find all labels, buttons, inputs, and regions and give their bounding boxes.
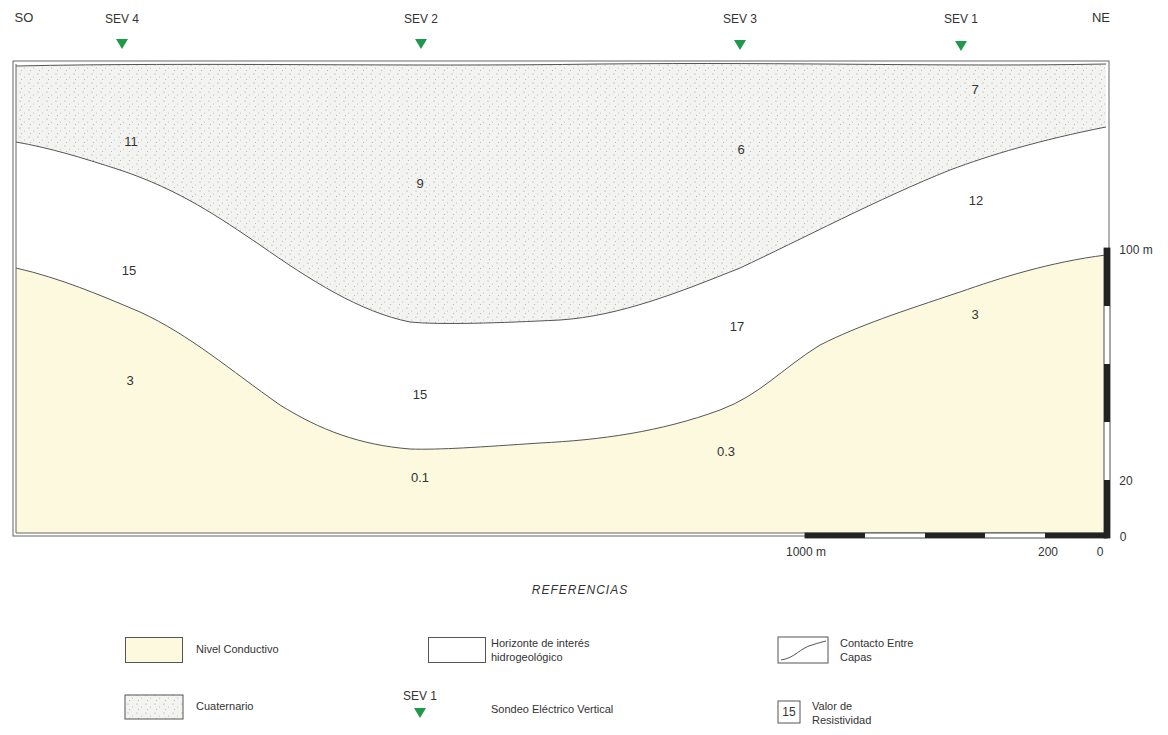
sev-name: SEV 4 (105, 12, 139, 26)
sev-name: SEV 1 (944, 12, 978, 26)
layer-contact (16, 127, 1106, 323)
legend-text: Cuaternario (196, 700, 346, 714)
horizontal-scale (805, 533, 1107, 538)
sev-sample (414, 708, 426, 718)
scale-value: 0 (1120, 530, 1127, 544)
scale-value: 20 (1119, 474, 1132, 488)
legend-heading: REFERENCIAS (532, 583, 628, 597)
scale-value: 200 (1038, 545, 1058, 559)
legend-text: Contacto Entre Capas (840, 637, 935, 665)
contact-sample (778, 637, 828, 663)
resistivity-value: 0.3 (717, 444, 735, 460)
resistivity-value: 3 (971, 307, 978, 323)
resistivity-value: 15 (782, 705, 795, 719)
scale-value: 0 (1097, 545, 1104, 559)
resistivity-value: 3 (126, 373, 133, 389)
legend-text: Sondeo Eléctrico Vertical (491, 703, 661, 717)
direction-label: NE (1092, 10, 1110, 26)
resistivity-value: 17 (730, 319, 744, 335)
resistivity-value: 12 (969, 193, 983, 209)
legend-swatch (125, 637, 183, 663)
resistivity-value: 6 (737, 142, 744, 158)
direction-label: SO (15, 10, 34, 26)
resistivity-value: 7 (971, 82, 978, 98)
sev-marker (116, 39, 967, 51)
quaternary-layer (16, 64, 1106, 324)
scale-value: 1000 m (786, 545, 826, 559)
legend-swatch (428, 637, 486, 663)
legend-text: Nivel Conductivo (196, 643, 346, 657)
vertical-scale (1104, 248, 1110, 538)
sev-name: SEV 1 (403, 689, 437, 703)
resistivity-value: 11 (124, 134, 138, 150)
legend-text: Horizonte de interés hidrogeológico (491, 637, 616, 665)
layer-contact (16, 255, 1106, 449)
conductive-layer (16, 64, 1106, 533)
resistivity-value: 0.1 (411, 470, 429, 486)
ground-surface (16, 64, 1106, 66)
scale-value: 100 m (1119, 243, 1152, 257)
quaternary-sample (125, 695, 183, 719)
resistivity-sample (778, 701, 800, 723)
frame (13, 61, 1109, 536)
resistivity-value: 15 (122, 263, 136, 279)
legend-text: Valor de Resistividad (812, 700, 907, 728)
sev-name: SEV 3 (723, 12, 757, 26)
aquifer-layer (16, 64, 1106, 449)
resistivity-value: 9 (416, 176, 423, 192)
sev-name: SEV 2 (404, 12, 438, 26)
resistivity-value: 15 (413, 387, 427, 403)
